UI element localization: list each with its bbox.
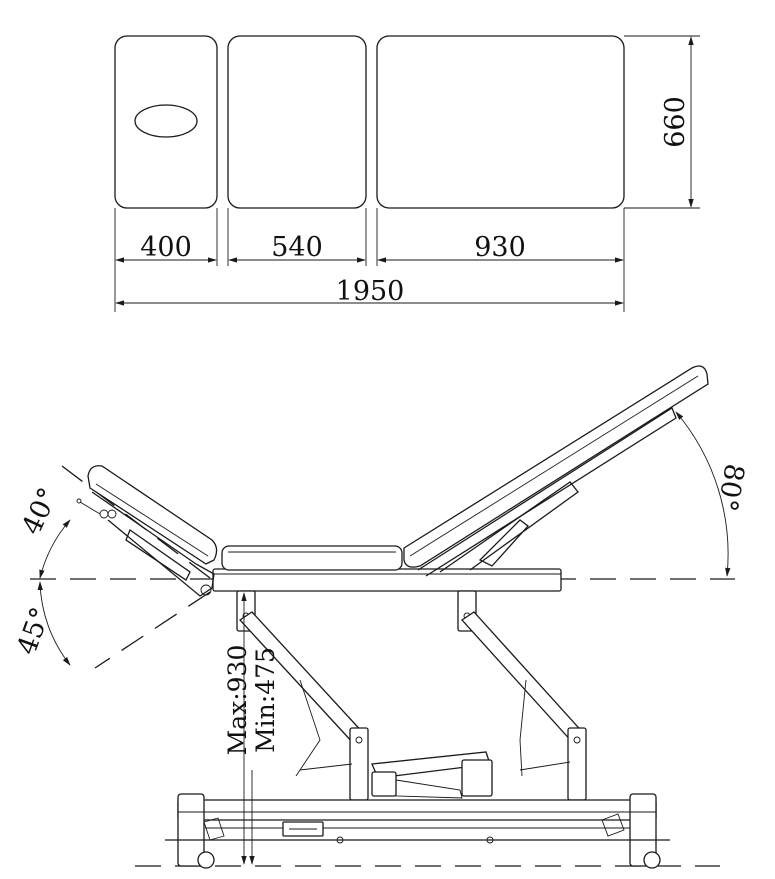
dim-label-400: 400: [140, 232, 192, 263]
angle-label-45: 45°: [11, 603, 56, 659]
face-hole: [134, 104, 198, 138]
dim-label-540: 540: [271, 232, 323, 263]
dim-label-total: 1950: [336, 276, 405, 307]
height-max-label: Max:930: [223, 645, 252, 756]
right-caster: [643, 851, 661, 869]
base-frame: [177, 799, 657, 821]
arc-40: [39, 519, 71, 579]
left-lower-post: [349, 727, 369, 801]
left-caster: [197, 851, 215, 869]
side-view: Max:930 Min:475 40° 45° 80°: [11, 365, 750, 869]
right-arm: [461, 611, 587, 745]
main-frame: [212, 568, 562, 592]
dim-label-width: 660: [660, 96, 691, 148]
arc-80: [675, 411, 731, 577]
back-section: [376, 35, 625, 209]
middle-section: [227, 35, 367, 209]
right-lower-post: [567, 727, 587, 801]
head-down-reference-line: [94, 591, 211, 669]
back-rest: [403, 365, 709, 577]
head-rest: [76, 465, 218, 597]
top-view: 400 540 930 1950 660: [114, 35, 700, 312]
angle-label-40: 40°: [16, 483, 64, 539]
angle-label-80: 80°: [711, 461, 750, 514]
middle-cushion: [221, 545, 403, 571]
dim-label-930: 930: [474, 232, 526, 263]
head-section: [114, 35, 218, 209]
arc-45: [37, 581, 71, 666]
height-min-label: Min:475: [251, 647, 280, 753]
